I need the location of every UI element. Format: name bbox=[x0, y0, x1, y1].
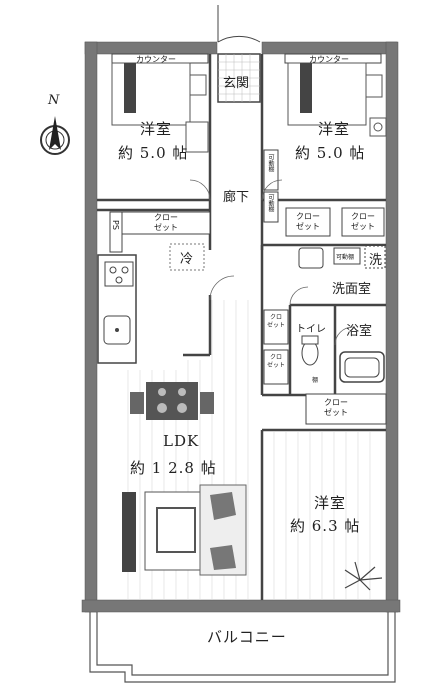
ldk-name: LDK bbox=[163, 432, 200, 450]
ldk-size: 約 1 2.8 帖 bbox=[130, 459, 217, 477]
closet-small-b: クロ ゼット bbox=[266, 354, 285, 369]
closet-east-a: クロー ゼット bbox=[296, 212, 320, 231]
balcony-label: バルコニー bbox=[207, 628, 287, 646]
washer-label: 洗 bbox=[369, 253, 383, 268]
closet-west: クロー ゼット bbox=[154, 213, 178, 232]
closet-east-b: クロー ゼット bbox=[351, 212, 375, 231]
counter-west-label: カウンター bbox=[136, 55, 176, 64]
closets bbox=[109, 149, 387, 425]
east-room-name: 洋室 bbox=[318, 120, 351, 138]
shelf-small-label: 棚 bbox=[312, 377, 319, 384]
north-label: N bbox=[48, 93, 60, 108]
west-room-size: 約 5.0 帖 bbox=[118, 144, 189, 162]
entrance-area bbox=[217, 5, 261, 103]
living-set bbox=[122, 484, 247, 576]
south-room-size: 約 6.3 帖 bbox=[290, 517, 361, 535]
toilet-label: トイレ bbox=[296, 324, 326, 335]
movable-shelf-c: 可動棚 bbox=[336, 254, 355, 261]
ps-label: PS bbox=[111, 220, 120, 230]
south-room-floor bbox=[273, 432, 371, 600]
movable-shelf-b: 可動棚 bbox=[267, 194, 274, 212]
entrance-label: 玄関 bbox=[223, 76, 250, 91]
closet-small-a: クロ ゼット bbox=[266, 314, 285, 329]
bathroom-label: 浴室 bbox=[346, 324, 373, 339]
dining-set bbox=[130, 382, 214, 420]
movable-shelf-a: 可動棚 bbox=[267, 154, 274, 172]
fridge-label: 冷 bbox=[180, 252, 194, 267]
bed-east bbox=[287, 62, 387, 137]
kitchen-counter bbox=[97, 243, 205, 364]
balcony-outline bbox=[89, 612, 396, 683]
door-swings bbox=[189, 179, 354, 346]
west-room-name: 洋室 bbox=[140, 120, 173, 138]
bed-west bbox=[111, 62, 209, 153]
wash-bath-fixtures bbox=[298, 245, 386, 383]
plant-icon bbox=[344, 561, 383, 591]
outer-walls bbox=[81, 41, 401, 613]
south-room-name: 洋室 bbox=[314, 494, 347, 512]
washroom-label: 洗面室 bbox=[332, 282, 372, 297]
closet-hall: クロー ゼット bbox=[324, 398, 348, 417]
corridor-label: 廊下 bbox=[223, 190, 250, 205]
east-room-size: 約 5.0 帖 bbox=[295, 144, 366, 162]
counter-east-label: カウンター bbox=[309, 55, 349, 64]
compass-icon bbox=[40, 116, 70, 155]
